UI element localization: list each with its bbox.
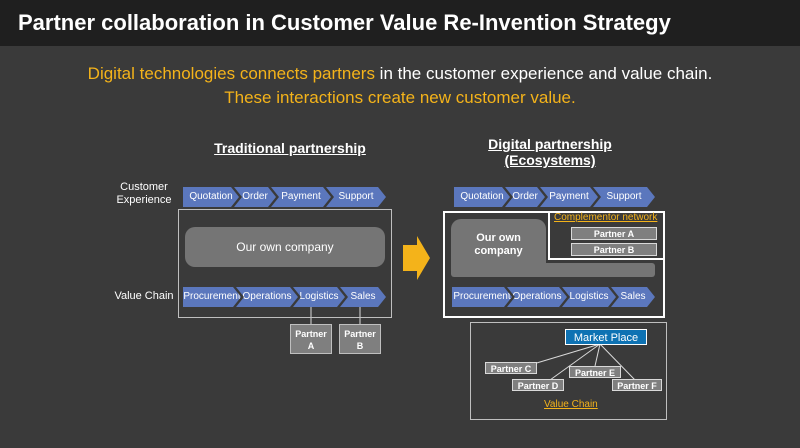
chevron-sales: Sales bbox=[340, 287, 386, 307]
complementor-partner-b: Partner B bbox=[571, 243, 657, 256]
digital-chevron-sales: Sales bbox=[611, 287, 655, 307]
chevron-payment: Payment bbox=[271, 187, 331, 207]
chevron-operations: Operations bbox=[236, 287, 298, 307]
partner-a-box: Partner A bbox=[290, 324, 332, 354]
subtitle-line-1: Digital technologies connects partners i… bbox=[0, 64, 800, 84]
chevron-logistics: Logistics bbox=[293, 287, 345, 307]
subtitle-highlight: Digital technologies connects partners bbox=[87, 64, 375, 83]
partner-a-line1: Partner bbox=[295, 329, 327, 339]
market-line-d bbox=[549, 343, 601, 381]
digital-chevron-order: Order bbox=[505, 187, 545, 207]
partner-b-line2: B bbox=[356, 341, 364, 351]
digital-chevron-logistics: Logistics bbox=[562, 287, 616, 307]
digital-chevron-procurement: Procurement bbox=[452, 287, 512, 307]
digital-company-base bbox=[451, 263, 655, 277]
complementor-partner-a: Partner A bbox=[571, 227, 657, 240]
digital-heading-line2: (Ecosystems) bbox=[504, 152, 596, 168]
traditional-company-box: Our own company bbox=[185, 227, 385, 267]
traditional-company-frame bbox=[178, 209, 392, 318]
title-bar: Partner collaboration in Customer Value … bbox=[0, 0, 800, 46]
chevron-order: Order bbox=[234, 187, 276, 207]
market-partner-f: Partner F bbox=[612, 379, 662, 391]
customer-experience-label: Customer Experience bbox=[116, 181, 172, 206]
digital-chevron-quotation: Quotation bbox=[454, 187, 510, 207]
digital-heading: Digital partnership (Ecosystems) bbox=[460, 136, 640, 168]
digital-company-line2: company bbox=[474, 245, 523, 257]
market-place-box: Market Place bbox=[565, 329, 647, 345]
slide-title: Partner collaboration in Customer Value … bbox=[18, 10, 671, 35]
market-partner-c: Partner C bbox=[485, 362, 537, 374]
market-line-f bbox=[599, 343, 636, 381]
chevron-procurement: Procurement bbox=[183, 287, 241, 307]
digital-value-chain-label: Value Chain bbox=[544, 399, 598, 410]
market-line-c bbox=[529, 343, 601, 366]
transform-arrow-icon bbox=[403, 236, 430, 280]
chevron-support: Support bbox=[326, 187, 386, 207]
marketplace-frame bbox=[470, 322, 667, 420]
complementor-network-label: Complementor network bbox=[554, 212, 658, 223]
market-partner-d: Partner D bbox=[512, 379, 564, 391]
partner-b-box: Partner B bbox=[339, 324, 381, 354]
traditional-heading: Traditional partnership bbox=[214, 140, 366, 156]
digital-chevron-operations: Operations bbox=[507, 287, 567, 307]
digital-heading-line1: Digital partnership bbox=[488, 136, 612, 152]
subtitle-line-2: These interactions create new customer v… bbox=[224, 88, 576, 107]
chevron-quotation: Quotation bbox=[183, 187, 239, 207]
partner-b-line1: Partner bbox=[344, 329, 376, 339]
digital-company-line1: Our own bbox=[476, 232, 521, 244]
subtitle-rest: in the customer experience and value cha… bbox=[374, 64, 713, 83]
market-partner-e: Partner E bbox=[569, 366, 621, 378]
market-line-e bbox=[594, 343, 601, 367]
partner-a-line2: A bbox=[307, 341, 315, 351]
digital-chevron-support: Support bbox=[593, 187, 655, 207]
value-chain-label: Value Chain bbox=[114, 290, 174, 302]
digital-chevron-payment: Payment bbox=[540, 187, 598, 207]
